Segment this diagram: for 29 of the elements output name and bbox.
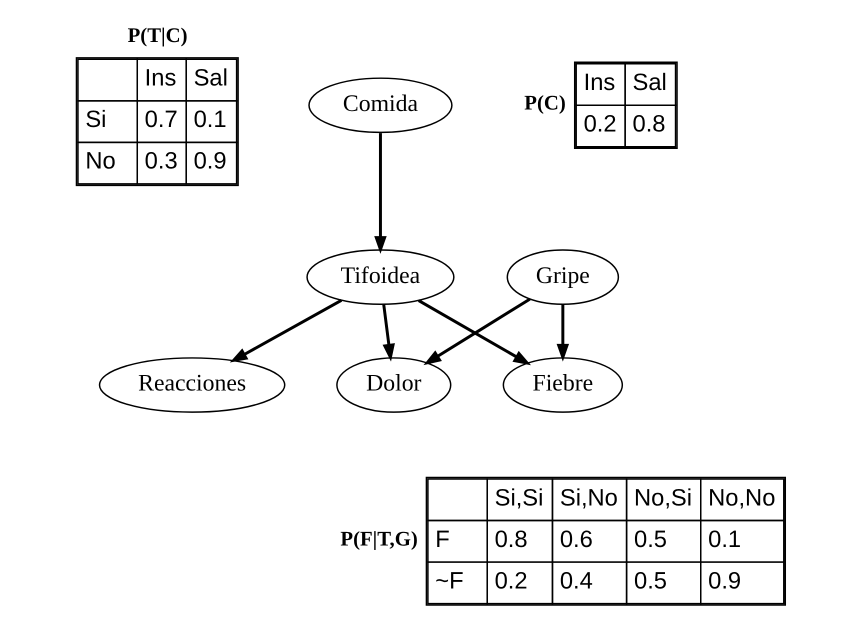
label: 0.6 — [559, 526, 592, 553]
label: P(C) — [524, 92, 566, 114]
label: 0.8 — [494, 526, 528, 553]
label: 0.2 — [583, 112, 616, 138]
label: No — [84, 148, 116, 175]
label: ~F — [434, 568, 464, 594]
label: 0.9 — [708, 568, 741, 594]
label: P(F|T,G) — [340, 528, 418, 550]
label: 0.1 — [193, 107, 226, 134]
label: 0.8 — [632, 112, 666, 138]
label: 0.3 — [144, 148, 178, 175]
label: Ins — [144, 66, 176, 92]
label: Sal — [632, 70, 666, 96]
label: Si — [84, 107, 106, 134]
label: 0.4 — [559, 568, 592, 594]
label: 0.9 — [193, 148, 226, 175]
label: 0.2 — [494, 568, 528, 594]
label: 0.1 — [708, 526, 741, 553]
label: Si,Si — [494, 485, 543, 512]
label: Ins — [583, 70, 615, 96]
label: 0.5 — [634, 526, 667, 553]
label: No,No — [708, 485, 775, 512]
label: 0.5 — [634, 568, 667, 594]
label: P(T|C) — [127, 24, 188, 47]
label: Si,No — [559, 485, 618, 512]
label: F — [434, 526, 450, 553]
label: 0.7 — [144, 107, 178, 134]
label: No,Si — [634, 485, 692, 512]
label: Sal — [193, 66, 228, 92]
